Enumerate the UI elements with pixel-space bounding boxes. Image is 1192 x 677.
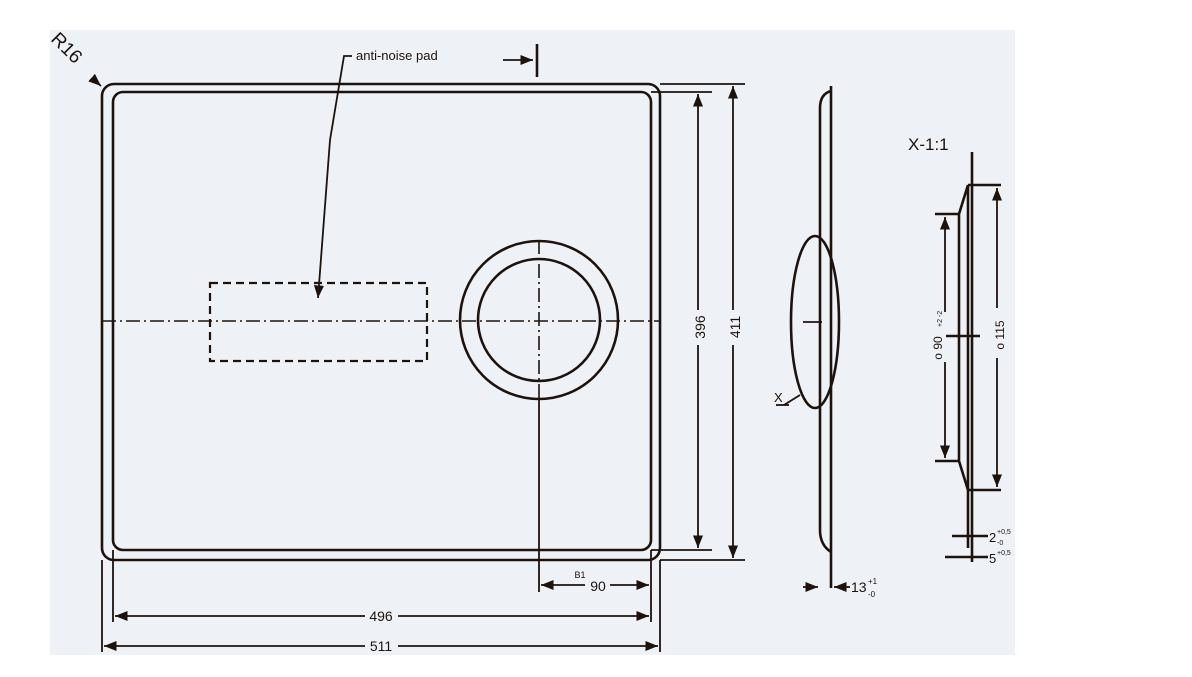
detail-ellipse xyxy=(789,234,841,410)
dim-2: 2 xyxy=(989,530,996,545)
dim-90: 90 xyxy=(590,578,606,594)
dim-2-lower-tol: -0 xyxy=(997,540,1003,547)
dim-2-upper-tol: +0,5 xyxy=(997,529,1011,536)
dim-o90: o 90 xyxy=(931,336,945,360)
height-dimensions: 396 411 xyxy=(651,83,745,561)
dim-13-upper-tol: +1 xyxy=(868,577,878,586)
dim-o115: o 115 xyxy=(993,320,1007,349)
dim-511: 511 xyxy=(370,638,393,654)
plan-view xyxy=(100,82,662,592)
anti-noise-pad-leader xyxy=(313,55,352,299)
dim-5: 5 xyxy=(989,551,996,566)
dim-13: 13 xyxy=(851,579,867,595)
dim-13-lower-tol: -0 xyxy=(868,590,876,599)
radius-arrow xyxy=(88,73,102,87)
dim-ref-b1: B1 xyxy=(574,570,585,580)
radius-label: R16 xyxy=(46,29,85,68)
outer-outline xyxy=(100,82,662,562)
detail-view: X-1:1 o 90 +2 -2 o 115 2 +0,5 -0 5 +0,5 xyxy=(908,135,1011,566)
side-view: X 13 +1 -0 xyxy=(774,86,878,599)
detail-title: X-1:1 xyxy=(908,135,949,154)
dim-411: 411 xyxy=(727,316,743,339)
width-dimensions: 496 511 90 B1 xyxy=(101,550,661,654)
dim-496: 496 xyxy=(369,608,393,624)
anti-noise-pad-label: anti-noise pad xyxy=(356,48,438,63)
dim-396: 396 xyxy=(692,315,708,339)
section-mark-label: X xyxy=(774,390,783,405)
dim-5-upper-tol: +0,5 xyxy=(997,550,1011,557)
dim-o90-tol: +2 -2 xyxy=(937,311,944,327)
